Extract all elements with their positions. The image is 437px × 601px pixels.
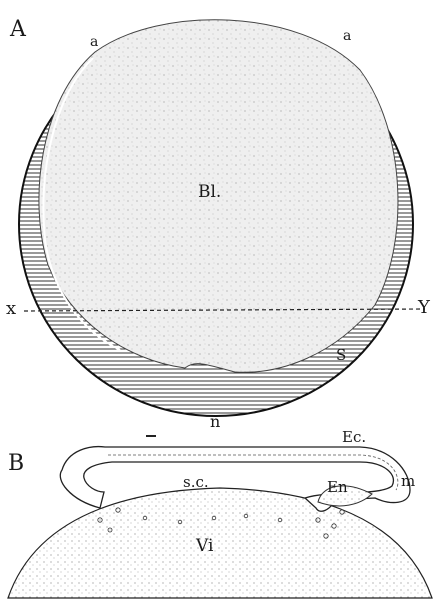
label-a-left: a (90, 34, 98, 50)
label-ectoderm: Ec. (342, 428, 366, 446)
label-s: S (336, 346, 346, 364)
label-n: n (210, 412, 220, 431)
vitellus (8, 488, 432, 598)
figure-b: B Ec. s.c. En m Vi (8, 428, 432, 598)
label-a-right: a (343, 28, 351, 44)
label-endoderm: En (327, 478, 348, 496)
panel-label-a: A (9, 17, 27, 42)
label-x: x (6, 298, 16, 319)
label-segmentation-cavity: s.c. (183, 473, 209, 491)
label-blastoderm: Bl. (198, 182, 221, 202)
label-vitellus: Vi (195, 536, 214, 556)
label-y: Y (417, 297, 431, 318)
figure-a: A a a Bl. x Y S n (6, 17, 431, 436)
panel-label-b: B (8, 451, 24, 476)
label-margin: m (401, 472, 415, 490)
